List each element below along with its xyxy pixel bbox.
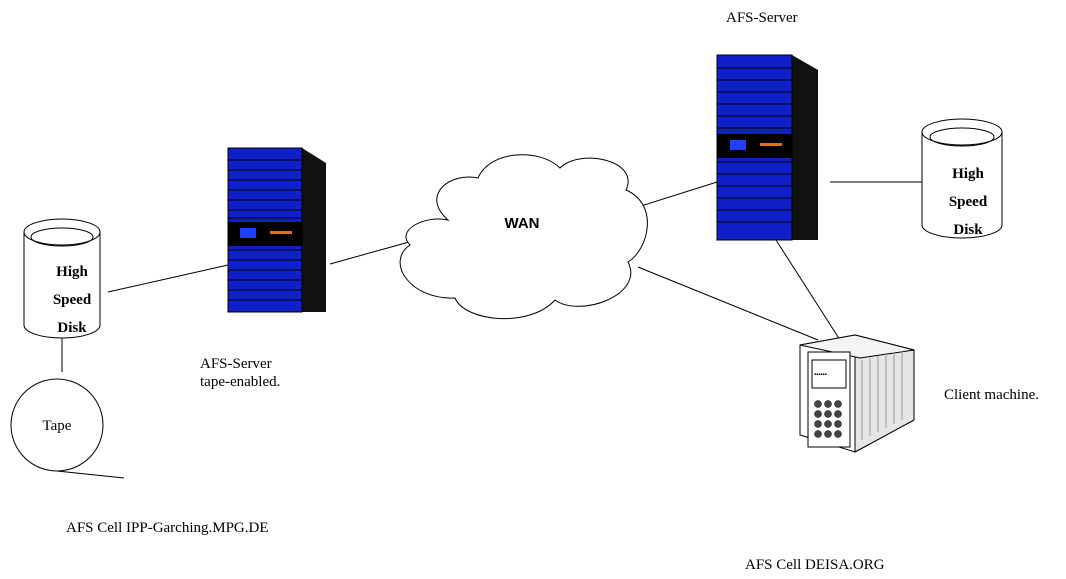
- right-disk-label-line2: Speed: [949, 194, 988, 210]
- cell-left-label: AFS Cell IPP-Garching.MPG.DE: [66, 520, 269, 536]
- left-disk-label-line1: High: [56, 264, 88, 280]
- left-disk-label-line2: Speed: [53, 292, 92, 308]
- link-right-server-client: [775, 239, 841, 341]
- svg-text:▪▪▪▪▪▪: ▪▪▪▪▪▪: [814, 372, 827, 378]
- tape-label: Tape: [43, 418, 72, 434]
- link-left-disk-server: [107, 264, 229, 293]
- right-disk-label-line1: High: [952, 166, 984, 182]
- link-wan-client: [637, 266, 819, 341]
- right-server-label: AFS-Server: [726, 10, 798, 26]
- cell-right-label: AFS Cell DEISA.ORG: [745, 557, 885, 573]
- left-server-label-line2: tape-enabled.: [200, 374, 280, 390]
- left-server-label-line1: AFS-Server: [200, 356, 272, 372]
- right-disk-label-line3: Disk: [953, 222, 983, 238]
- wan-label: WAN: [505, 215, 540, 232]
- wan-cloud: WAN: [399, 154, 648, 319]
- right-disk-icon: High Speed Disk: [921, 118, 1003, 239]
- client-machine-label: Client machine.: [944, 387, 1039, 403]
- client-machine-icon: ▪▪▪▪▪▪: [799, 334, 915, 453]
- left-server-icon: [227, 147, 326, 313]
- left-disk-label-line3: Disk: [57, 320, 87, 336]
- right-server-icon: [716, 54, 818, 241]
- left-disk-icon: High Speed Disk: [23, 218, 101, 339]
- tape-icon: Tape: [10, 378, 125, 479]
